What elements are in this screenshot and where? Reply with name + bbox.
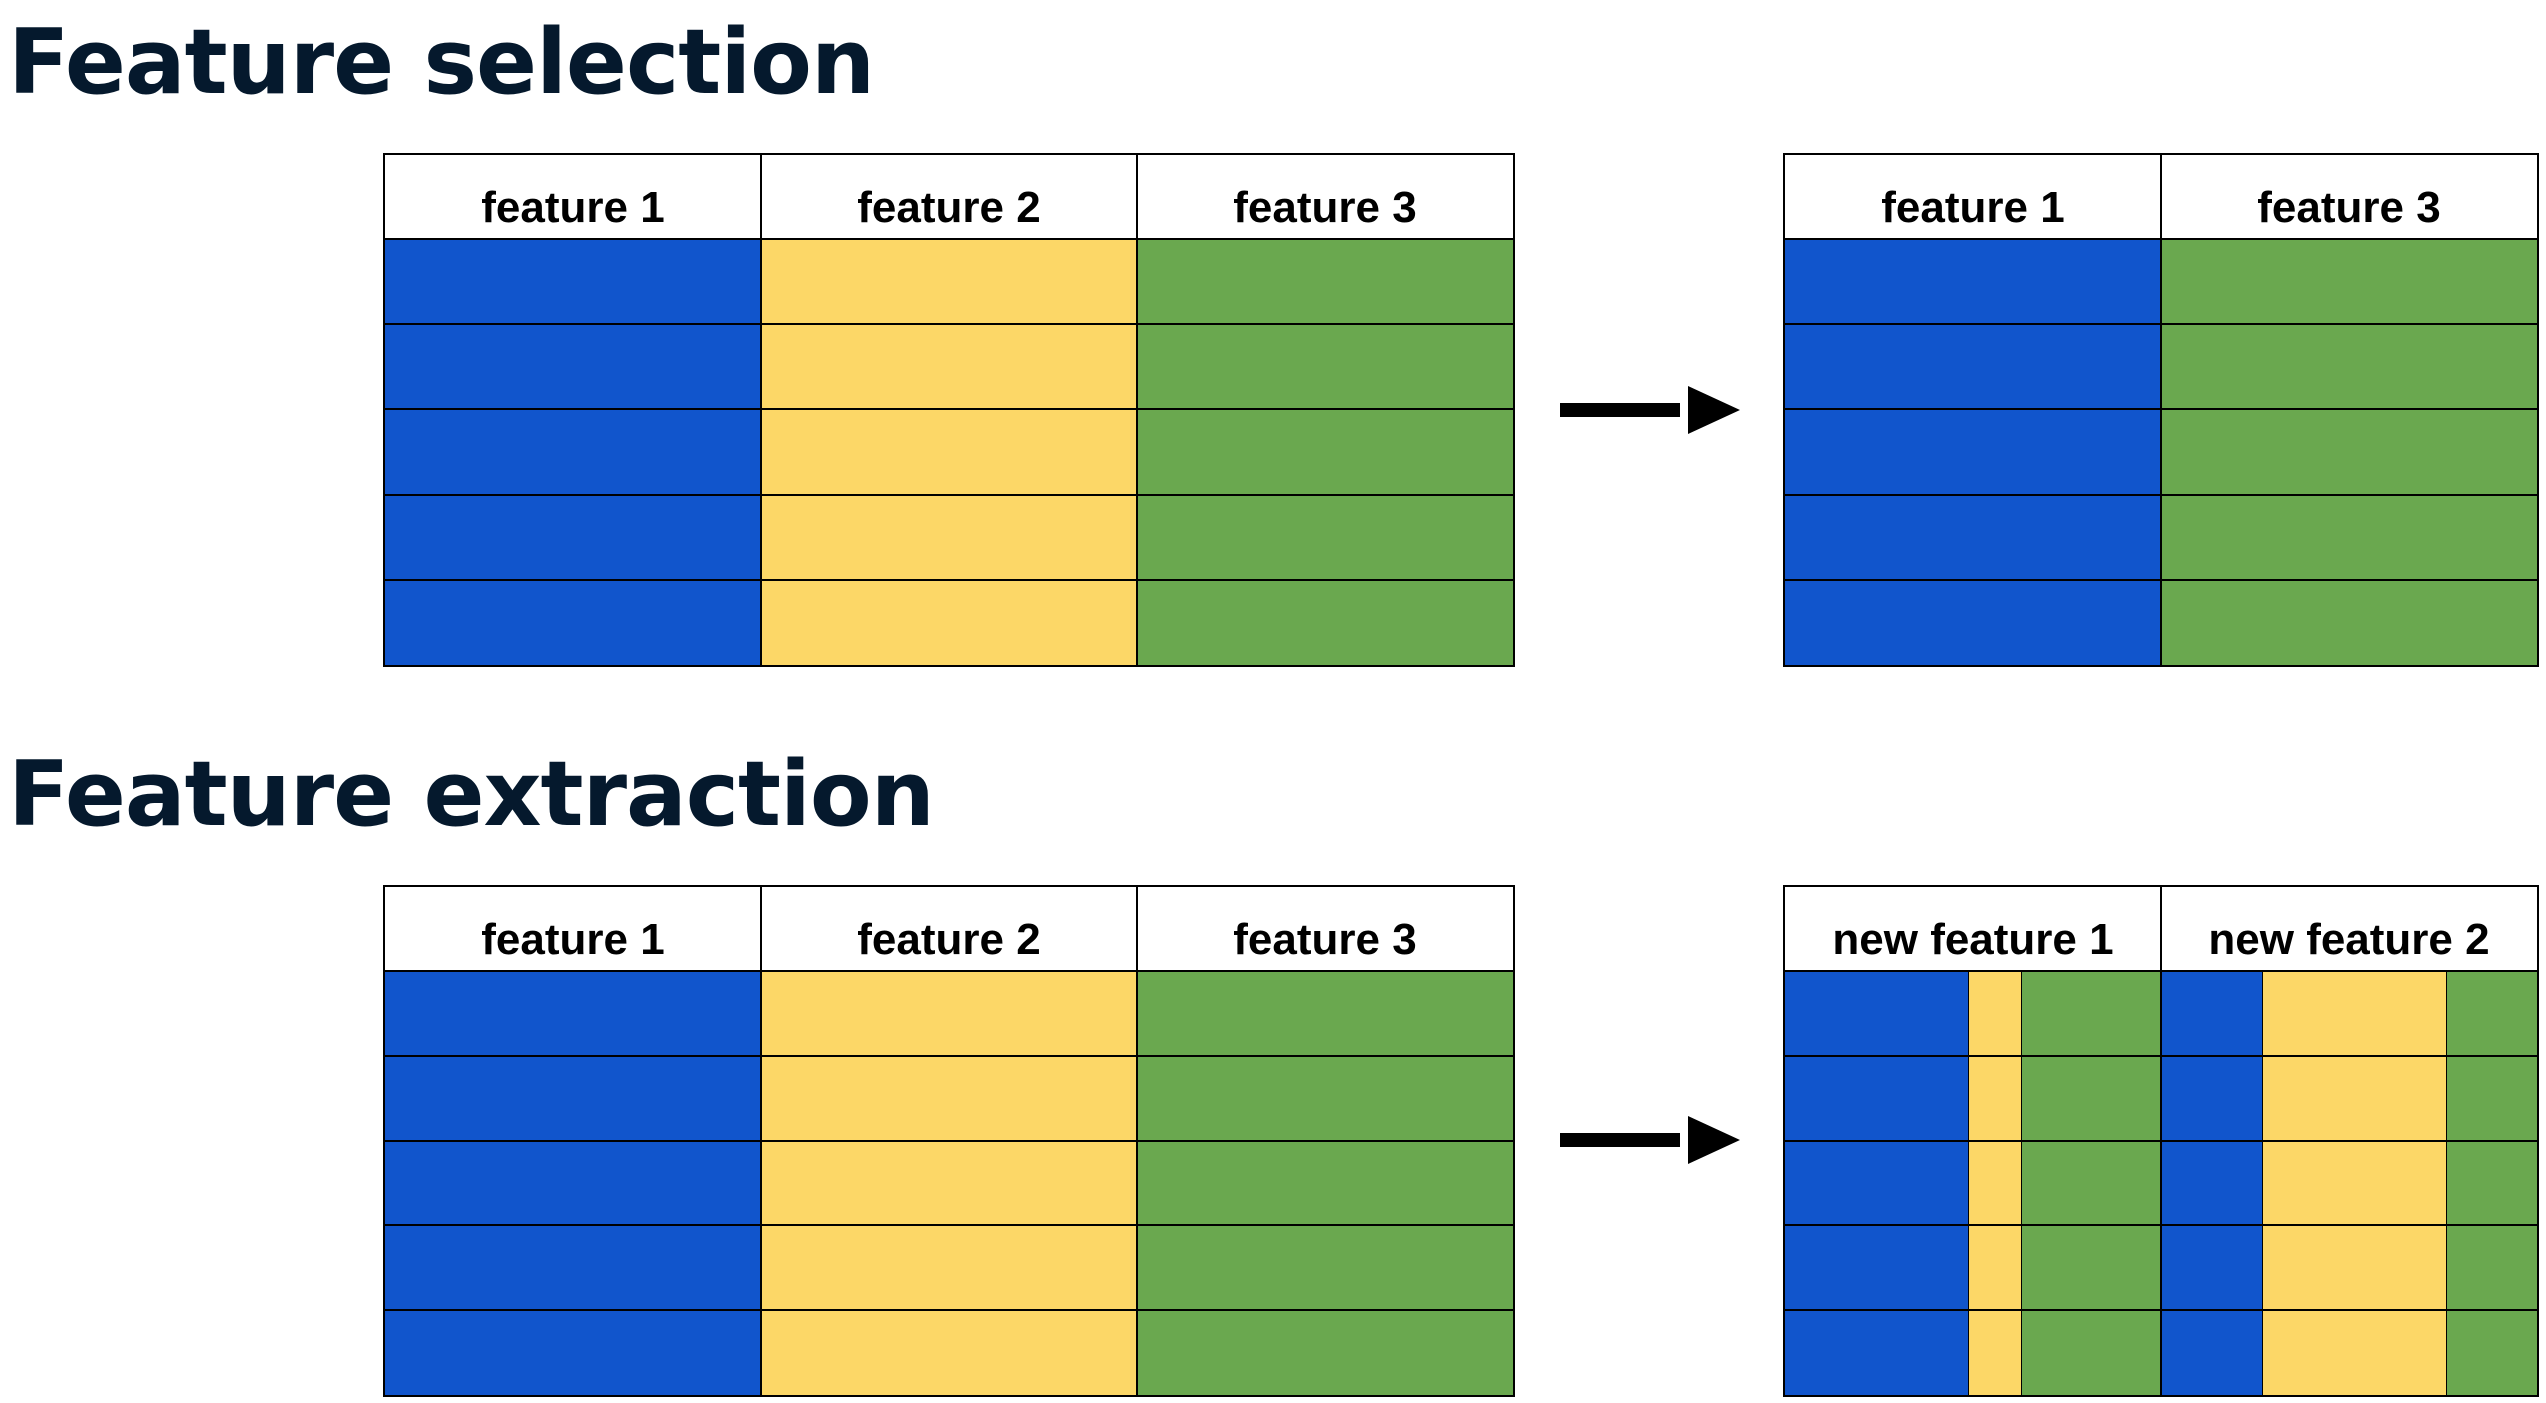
column-header: feature 1 [481, 915, 665, 964]
mixed-segment-green [2021, 971, 2161, 1395]
column-header: feature 2 [857, 915, 1041, 964]
column-header: feature 1 [481, 183, 665, 232]
row-divider [385, 408, 1513, 411]
column-header: new feature 2 [2208, 915, 2490, 964]
column-fill-blue [385, 239, 761, 665]
column-divider [2160, 155, 2162, 665]
mixed-segment-yellow [2262, 971, 2447, 1395]
row-divider [385, 323, 1513, 326]
column-header: feature 3 [2257, 183, 2441, 232]
row-divider [385, 1309, 1513, 1312]
column-fill-yellow [761, 971, 1137, 1395]
column-divider [760, 155, 762, 665]
arrow-right-icon [1560, 1116, 1740, 1164]
selection-input-table: feature 1 feature 2 feature 3 [383, 153, 1515, 667]
column-fill-blue [1785, 239, 2161, 665]
column-fill-green [2161, 239, 2537, 665]
selection-output-table: feature 1 feature 3 [1783, 153, 2539, 667]
row-divider [385, 493, 1513, 496]
column-fill-green [1137, 239, 1513, 665]
arrow-right-icon [1560, 386, 1740, 434]
column-divider [1136, 887, 1138, 1395]
column-divider [2160, 887, 2162, 1395]
row-divider [385, 578, 1513, 581]
header-divider [385, 970, 1513, 972]
column-header: feature 2 [857, 183, 1041, 232]
column-divider [1136, 155, 1138, 665]
mixed-segment-yellow [1969, 971, 2022, 1395]
column-header: feature 3 [1233, 915, 1417, 964]
column-header: feature 3 [1233, 183, 1417, 232]
mixed-segment-blue [2161, 971, 2263, 1395]
extraction-output-table: new feature 1 new feature 2 [1783, 885, 2539, 1397]
row-divider [385, 1054, 1513, 1057]
column-fill-blue [385, 971, 761, 1395]
column-header: feature 1 [1881, 183, 2065, 232]
header-divider [385, 238, 1513, 240]
mixed-segment-blue [1785, 971, 1970, 1395]
column-divider [760, 887, 762, 1395]
column-header: new feature 1 [1832, 915, 2114, 964]
column-fill-green [1137, 971, 1513, 1395]
feature-selection-title: Feature selection [8, 10, 875, 115]
column-fill-yellow [761, 239, 1137, 665]
extraction-input-table: feature 1 feature 2 feature 3 [383, 885, 1515, 1397]
mixed-segment-green [2446, 971, 2537, 1395]
row-divider [385, 1224, 1513, 1227]
row-divider [385, 1139, 1513, 1142]
feature-extraction-title: Feature extraction [8, 742, 935, 847]
